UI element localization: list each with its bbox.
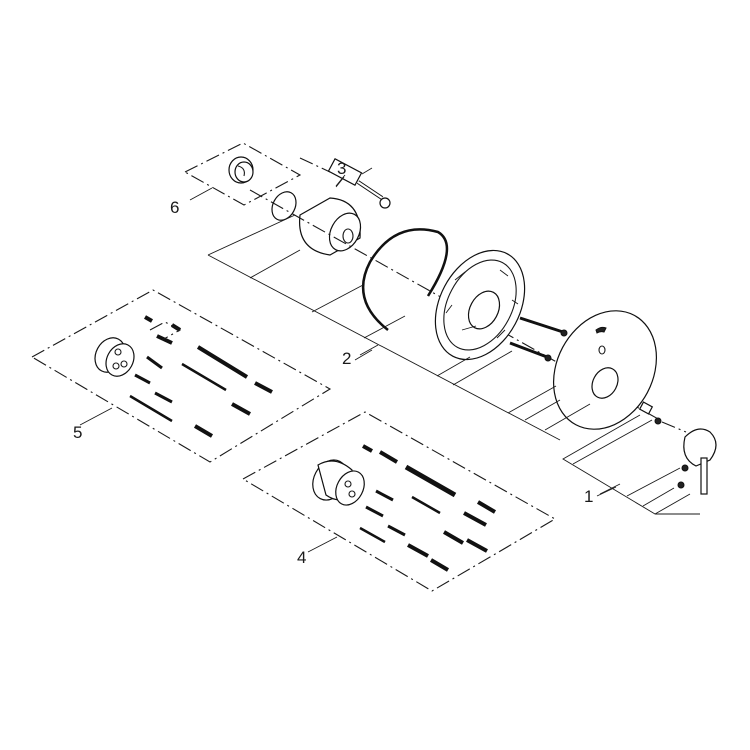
cartridge-stem-part <box>299 157 391 209</box>
mounting-bolts <box>509 316 568 362</box>
escutcheon-plate-part <box>552 310 658 430</box>
retaining-ring-part <box>361 228 449 331</box>
adapter-parts <box>638 401 687 433</box>
callout-2-leader <box>354 349 373 361</box>
valve-housing-part <box>298 197 362 256</box>
group-4-extension-kit <box>241 411 557 592</box>
callout-1: 1 <box>584 487 594 506</box>
callout-4: 4 <box>297 548 307 567</box>
callout-2: 2 <box>342 349 352 368</box>
group-6-plug-box <box>183 142 302 206</box>
callout-6: 6 <box>170 198 180 217</box>
handle-part <box>677 428 717 495</box>
callout-1-leader <box>596 486 617 497</box>
group-2-bracket <box>207 214 591 441</box>
callout-5: 5 <box>73 423 83 442</box>
callout-3: 3 <box>337 159 347 178</box>
o-ring-part <box>271 191 297 221</box>
callout-3-leader <box>335 176 345 188</box>
group-5-extension-kit <box>30 289 332 463</box>
mounting-plate-part <box>434 249 526 361</box>
group-1-bracket <box>562 414 700 515</box>
